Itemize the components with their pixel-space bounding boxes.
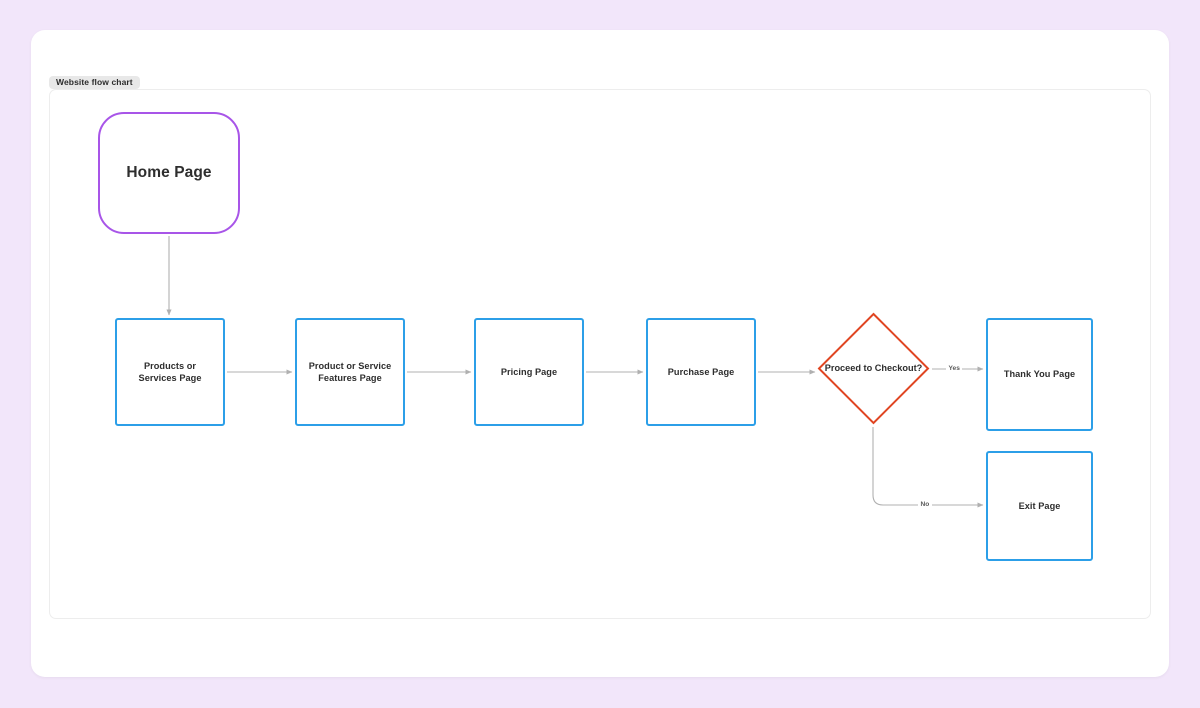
node-exit-page-label: Exit Page	[1018, 500, 1061, 511]
diamond-icon	[817, 312, 930, 425]
node-exit-page[interactable]: Exit Page	[986, 451, 1093, 561]
flowchart-canvas[interactable]: Home Page Products or Services Page Prod…	[49, 89, 1151, 619]
edge-label-yes: Yes	[946, 364, 963, 373]
edge-label-no: No	[918, 500, 932, 509]
node-home-page-label: Home Page	[126, 163, 212, 181]
node-thank-you-page[interactable]: Thank You Page	[986, 318, 1093, 431]
node-purchase-page[interactable]: Purchase Page	[646, 318, 756, 426]
node-home-page[interactable]: Home Page	[98, 112, 240, 234]
node-purchase-page-label: Purchase Page	[667, 366, 735, 377]
chart-title-badge: Website flow chart	[49, 76, 140, 89]
node-thank-you-page-label: Thank You Page	[1003, 369, 1076, 380]
node-proceed-to-checkout-decision[interactable]: Proceed to Checkout?	[817, 312, 930, 425]
app-card: Website flow chart H	[31, 30, 1169, 677]
edge-checkout-to-exit	[872, 427, 984, 508]
node-pricing-page-label: Pricing Page	[500, 366, 558, 377]
node-products-or-services-page[interactable]: Products or Services Page	[115, 318, 225, 426]
node-proceed-to-checkout-label: Proceed to Checkout?	[824, 362, 923, 373]
node-pricing-page[interactable]: Pricing Page	[474, 318, 584, 426]
node-product-or-service-features-page-label: Product or Service Features Page	[308, 360, 392, 383]
node-product-or-service-features-page[interactable]: Product or Service Features Page	[295, 318, 405, 426]
node-products-or-services-page-label: Products or Services Page	[138, 360, 202, 383]
